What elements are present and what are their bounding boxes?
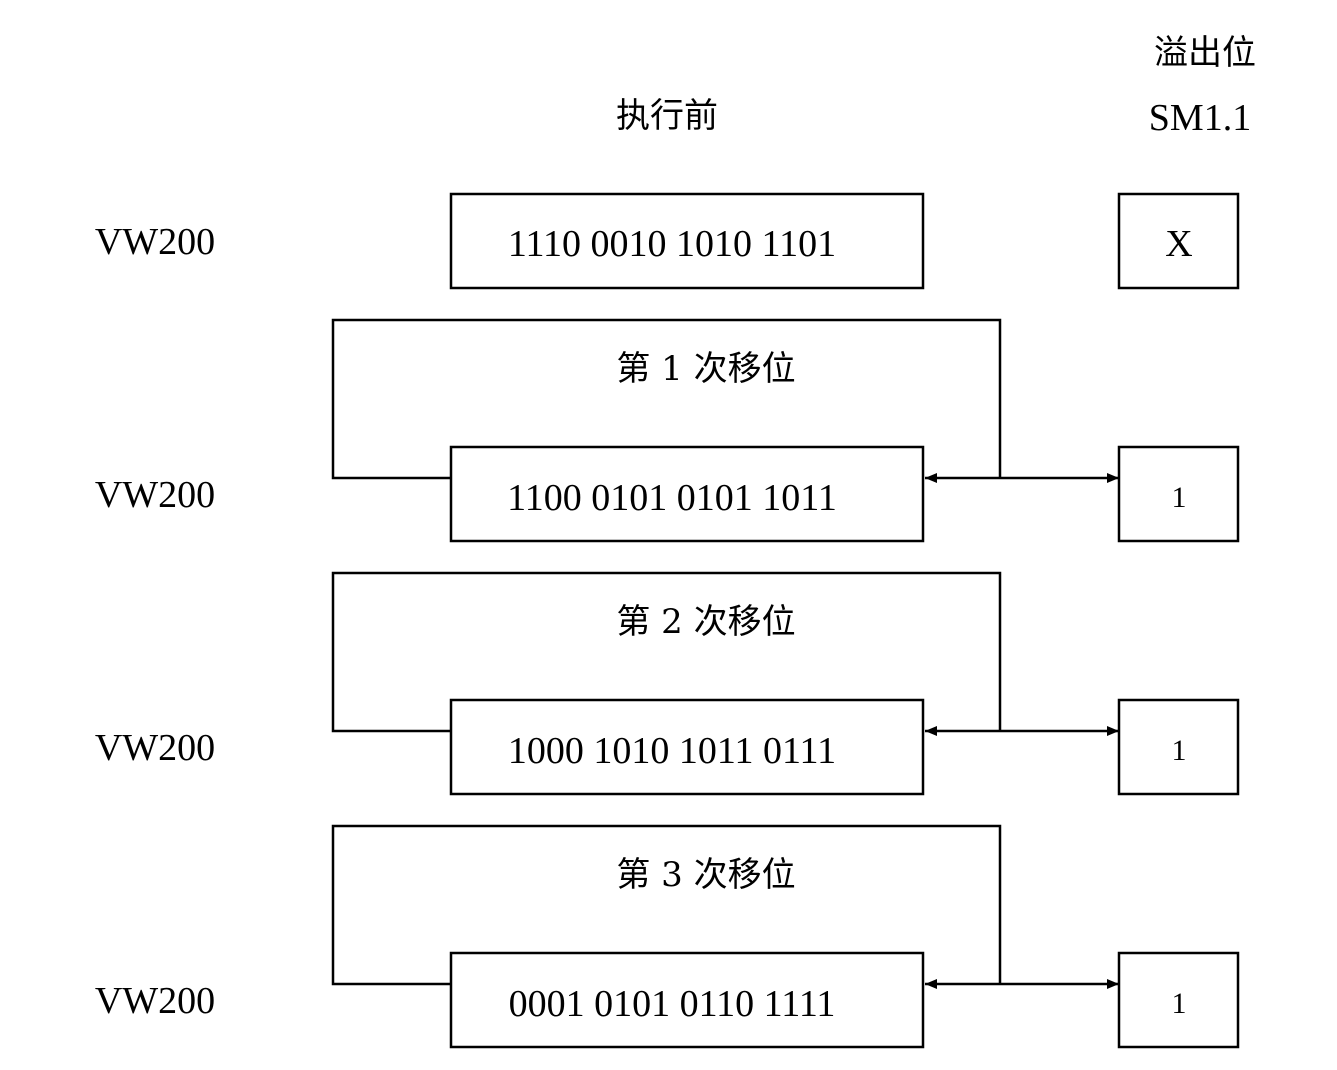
register-value: 0001 0101 0110 1111: [509, 983, 836, 1025]
overflow-value: X: [1165, 223, 1192, 265]
register-label: VW200: [95, 221, 215, 263]
row-shift-2: 第 2 次移位 VW200 1000 1010 1011 0111 1: [95, 571, 1240, 796]
register-box: [449, 445, 925, 543]
overflow-register-label: SM1.1: [1149, 97, 1251, 139]
before-label: 执行前: [616, 96, 718, 136]
shift-label: 第 3 次移位: [616, 855, 795, 895]
overflow-title: 溢出位: [1154, 33, 1256, 73]
row-shift-1: 第 1 次移位 VW200 1100 0101 0101 1011 1: [95, 318, 1240, 543]
rotate-loop-line: [331, 571, 1002, 733]
register-value: 1000 1010 1011 0111: [508, 730, 836, 772]
register-value: 1100 0101 0101 1011: [507, 477, 837, 519]
overflow-box: [1117, 698, 1240, 796]
rotate-loop-line: [331, 824, 1002, 986]
register-label: VW200: [95, 727, 215, 769]
overflow-box: [1117, 951, 1240, 1049]
register-box: [449, 192, 925, 290]
register-label: VW200: [95, 980, 215, 1022]
shift-label: 第 1 次移位: [616, 349, 795, 389]
register-box: [449, 698, 925, 796]
overflow-value: 1: [1172, 987, 1187, 1020]
overflow-value: 1: [1172, 481, 1187, 514]
overflow-box: [1117, 192, 1240, 290]
register-label: VW200: [95, 474, 215, 516]
row-shift-3: 第 3 次移位 VW200 0001 0101 0110 1111 1: [95, 824, 1240, 1049]
register-box: [449, 951, 925, 1049]
rotate-loop-line: [331, 318, 1002, 480]
shift-label: 第 2 次移位: [616, 602, 795, 642]
register-value: 1110 0010 1010 1101: [508, 223, 836, 265]
overflow-value: 1: [1172, 734, 1187, 767]
row-before: VW200 1110 0010 1010 1101 X: [95, 192, 1240, 290]
overflow-box: [1117, 445, 1240, 543]
